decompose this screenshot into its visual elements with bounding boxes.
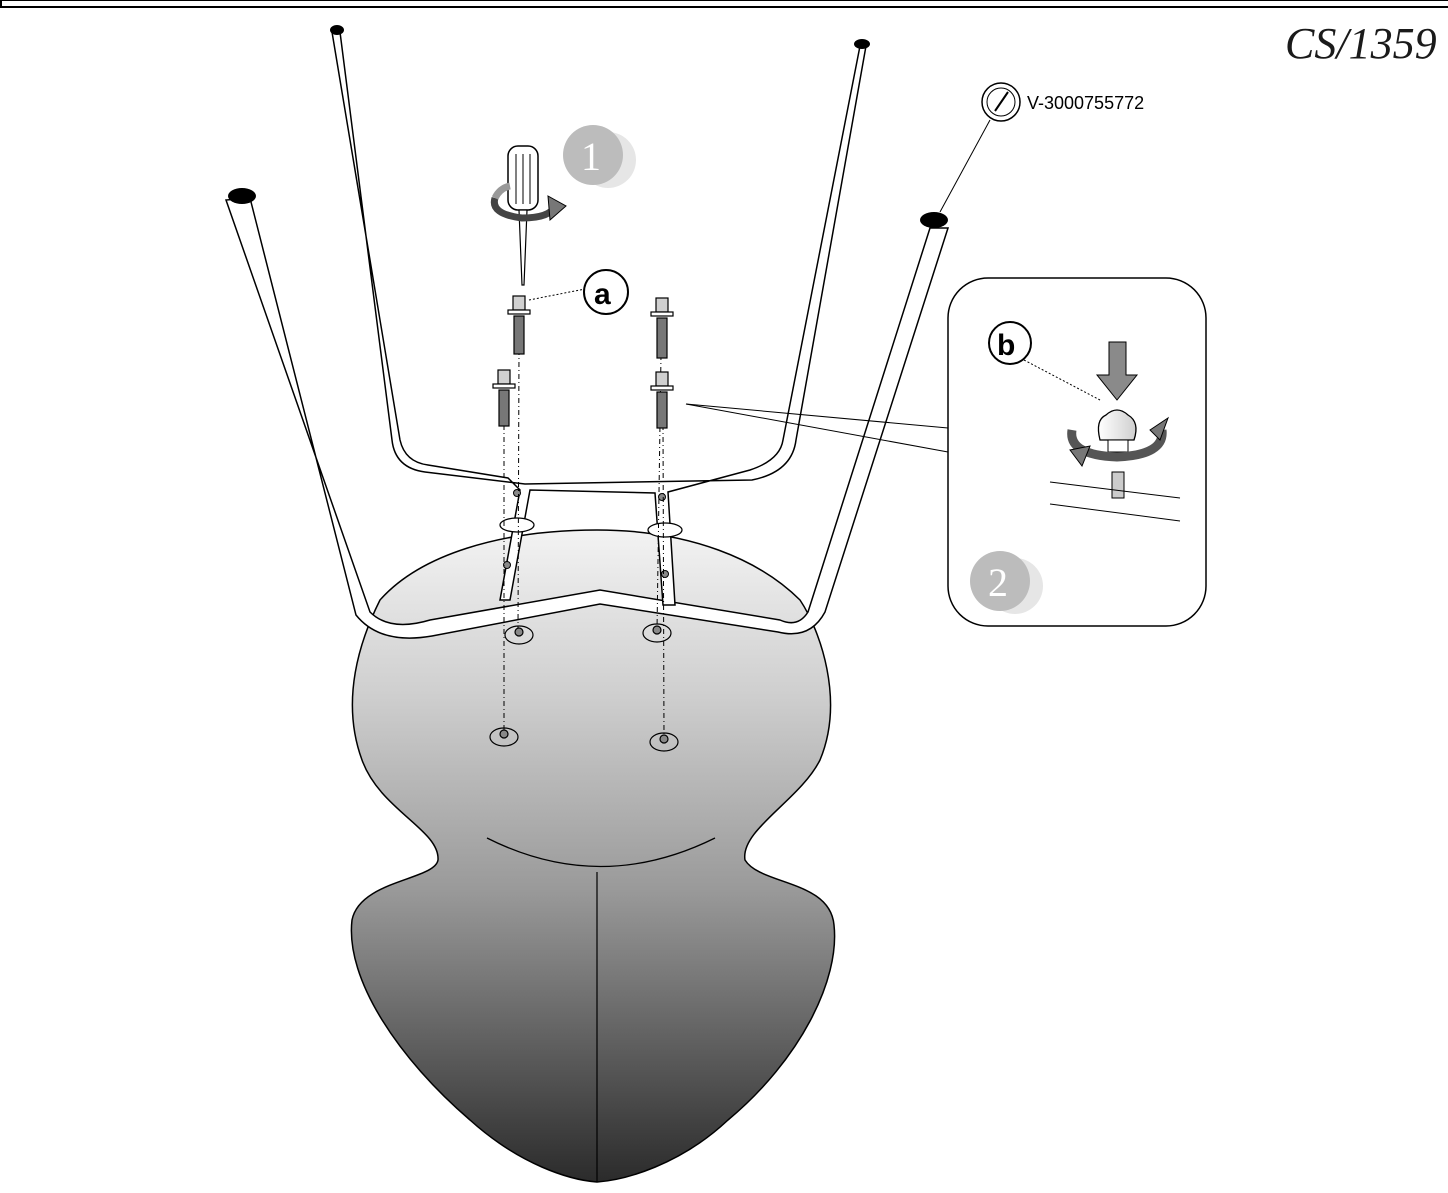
leg-rear (330, 25, 870, 606)
part-number: V-3000755772 (1027, 93, 1144, 113)
callout-a: a (528, 269, 629, 315)
rotate-arrow-icon (490, 182, 567, 222)
svg-text:1: 1 (581, 134, 601, 179)
top-border (0, 0, 1448, 8)
step-1-badge: 1 (563, 125, 636, 188)
callout-a-label: a (594, 278, 611, 311)
screws (492, 295, 674, 429)
seat-shell (350, 529, 836, 1183)
seat-inserts (489, 623, 679, 752)
leg-front-left (224, 188, 950, 639)
svg-text:2: 2 (988, 560, 1008, 605)
push-down-arrow-icon (1095, 341, 1139, 401)
screwdriver-icon (507, 145, 539, 286)
callout-b-label: b (997, 329, 1015, 362)
document-code: CS/1359 (1285, 19, 1437, 68)
left-border-tick (0, 0, 2, 8)
alignment-lines (503, 349, 665, 741)
part-label: V-3000755772 (939, 82, 1144, 213)
detail-panel-step-2: b 2 (947, 277, 1207, 627)
